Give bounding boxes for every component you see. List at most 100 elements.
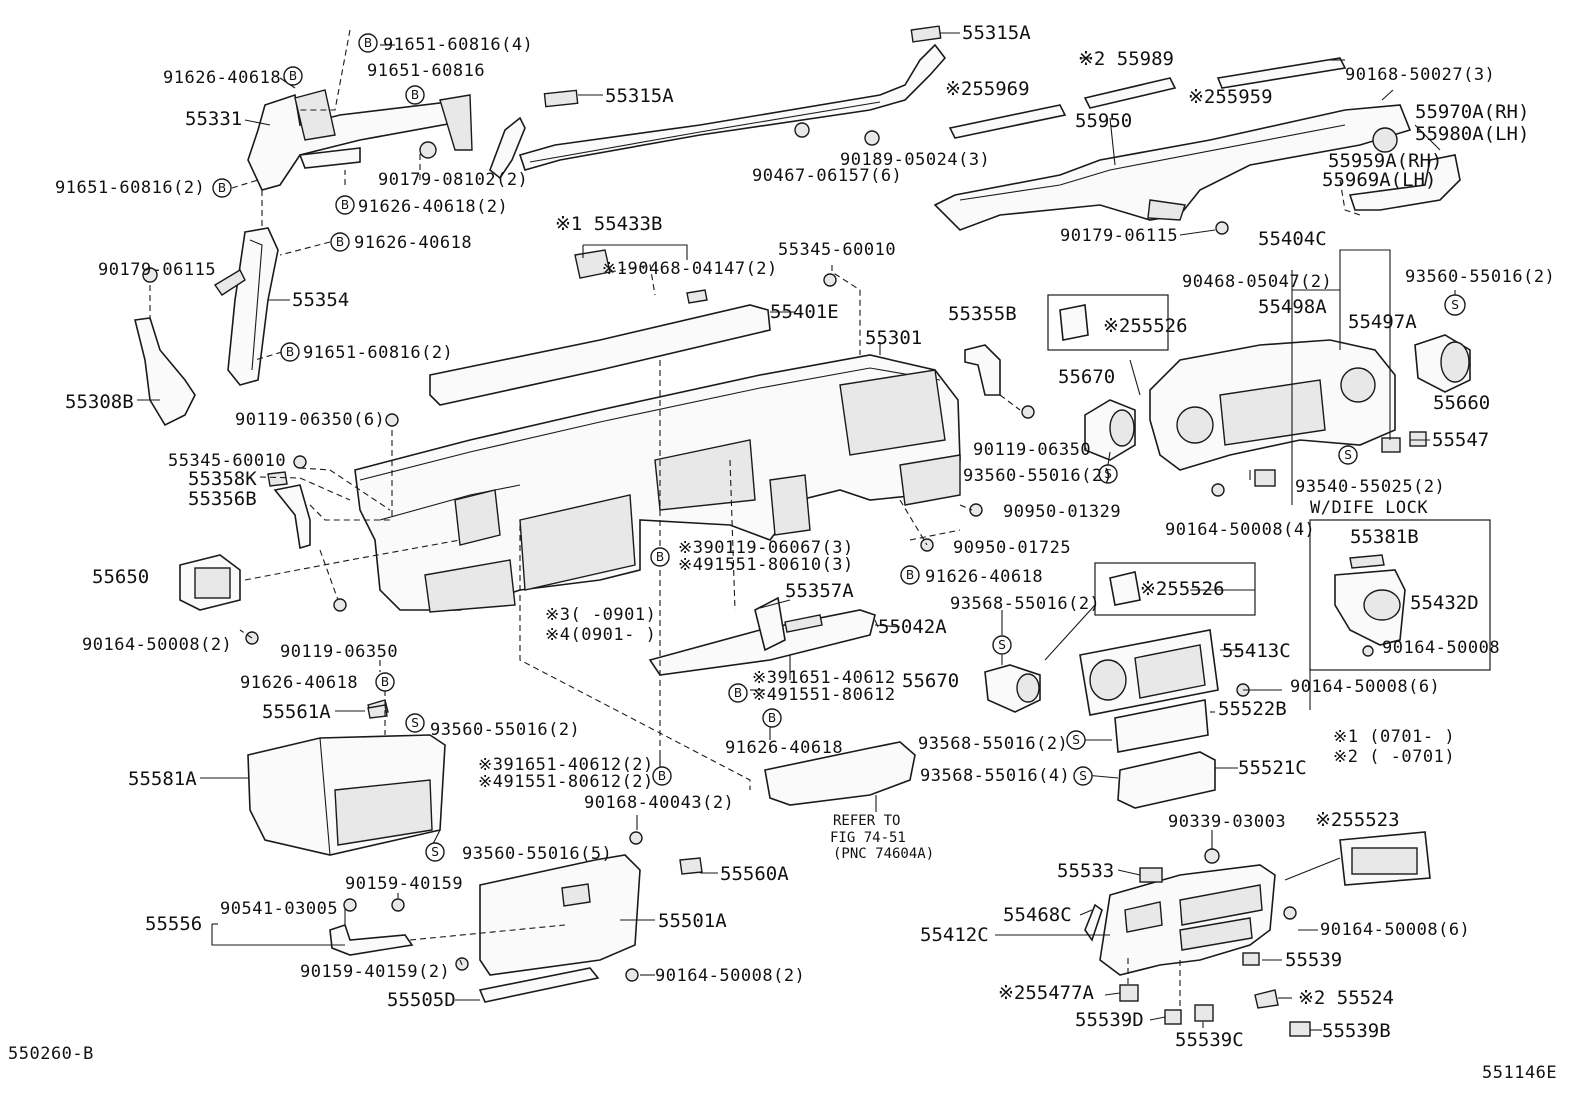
label-55354: 55354 <box>292 289 349 311</box>
label-91626-40618-a: 91626-40618 <box>163 68 281 88</box>
small-parts <box>367 273 1297 920</box>
s-circle-4: S <box>992 635 1012 655</box>
svg-text:B: B <box>906 568 914 582</box>
ring-55526-lower <box>1094 562 1256 616</box>
label-55345-60010-b: 55345-60010 <box>168 451 286 471</box>
label-55556: 55556 <box>145 913 202 935</box>
leader-lines <box>137 29 1456 1031</box>
label-55356B: 55356B <box>188 488 257 510</box>
bracket-55308B <box>134 267 196 427</box>
svg-text:S: S <box>1344 448 1352 462</box>
part-labels: 55315A 55315A 91651-60816(4) 91651-60816… <box>8 22 1557 1083</box>
label-55524: ※2 55524 <box>1298 987 1394 1009</box>
label-55315A-mid: 55315A <box>605 85 674 107</box>
label-91626-40618-2: 91626-40618(2) <box>358 197 508 217</box>
knob-55660 <box>1414 334 1471 393</box>
label-55042A: 55042A <box>878 616 947 638</box>
b-circle-6: B <box>330 232 350 252</box>
label-55581A: 55581A <box>128 768 197 790</box>
label-90164-50008-4: 90164-50008(4) <box>1165 520 1315 540</box>
label-55561A: 55561A <box>262 701 331 723</box>
label-55959: ※255959 <box>1188 86 1273 108</box>
label-55401E: 55401E <box>770 301 839 323</box>
label-93560-55016-2a: 93560-55016(2) <box>1405 267 1555 287</box>
label-55345-60010-a: 55345-60010 <box>778 240 896 260</box>
svg-text:B: B <box>218 181 226 195</box>
label-ref2: ※2 ( -0701) <box>1333 747 1455 767</box>
check-arm-55556 <box>329 898 639 982</box>
label-93568-55016-2a: 93568-55016(2) <box>950 594 1100 614</box>
svg-text:S: S <box>1451 298 1459 312</box>
label-55526-b: ※255526 <box>1140 578 1225 600</box>
door-55501A <box>478 831 703 1003</box>
svg-text:B: B <box>381 675 389 689</box>
label-90179-08102-2: 90179-08102(2) <box>378 170 528 190</box>
label-55331: 55331 <box>185 108 242 130</box>
label-93540-55025-2: 93540-55025(2) <box>1295 477 1445 497</box>
s-circle-3: S <box>1338 445 1358 465</box>
duct-55950 <box>933 104 1461 235</box>
label-90168-50027-3: 90168-50027(3) <box>1345 65 1495 85</box>
svg-text:B: B <box>341 198 349 212</box>
label-93568-55016-2b: 93568-55016(2) <box>918 734 1068 754</box>
label-91626-40618-b: 91626-40618 <box>354 233 472 253</box>
s-circle-1: S <box>1444 294 1466 316</box>
top-pad-55401E <box>429 249 771 406</box>
label-55404C: 55404C <box>1258 228 1327 250</box>
s-circle-8: S <box>425 842 445 862</box>
label-55357A: 55357A <box>785 580 854 602</box>
label-55521C: 55521C <box>1238 757 1307 779</box>
label-55501A: 55501A <box>658 910 727 932</box>
label-55301: 55301 <box>865 327 922 349</box>
cluster-housing-55404C <box>1047 294 1427 487</box>
label-91551-80612-2: ※491551-80612(2) <box>478 772 654 792</box>
svg-text:S: S <box>1072 733 1080 747</box>
svg-text:S: S <box>1079 769 1087 783</box>
b-circle-13: B <box>652 766 672 786</box>
label-91626-40618-c: 91626-40618 <box>925 567 1043 587</box>
label-55413C: 55413C <box>1222 640 1291 662</box>
bracket-55354 <box>213 227 279 386</box>
label-93560-55016-2b: 93560-55016(2) <box>963 466 1113 486</box>
label-90164-50008-6a: 90164-50008(6) <box>1290 677 1440 697</box>
label-90189-05024-3: 90189-05024(3) <box>840 150 990 170</box>
label-55650: 55650 <box>92 566 149 588</box>
label-90119-06350-b: 90119-06350 <box>280 642 398 662</box>
b-circle-4: B <box>212 178 232 198</box>
label-ref3: ※3( -0901) <box>545 605 656 625</box>
label-91651-60816-2a: 91651-60816(2) <box>55 178 205 198</box>
label-55670-b: 55670 <box>902 670 959 692</box>
label-90179-06115-a: 90179-06115 <box>98 260 216 280</box>
s-circle-6: S <box>1066 730 1086 750</box>
b-circle-5: B <box>335 195 355 215</box>
label-91551-80612: ※491551-80612 <box>752 685 896 705</box>
s-circle-5: S <box>405 713 425 733</box>
label-91626-40618-e: 91626-40618 <box>725 738 843 758</box>
b-circle-1: B <box>358 33 378 53</box>
label-90950-01329: 90950-01329 <box>1003 502 1121 522</box>
label-91651-60816: 91651-60816 <box>367 61 485 81</box>
svg-text:S: S <box>998 638 1006 652</box>
label-55315A-top: 55315A <box>962 22 1031 44</box>
b-circle-9: B <box>900 565 920 585</box>
label-90950-01725: 90950-01725 <box>953 538 1071 558</box>
b-circle-8: B <box>650 547 670 567</box>
b-circle-3: B <box>405 85 425 105</box>
label-55523: ※255523 <box>1315 809 1400 831</box>
label-93560-55016-2c: 93560-55016(2) <box>430 720 580 740</box>
label-55959A: 55959A(RH) <box>1328 150 1442 172</box>
label-55497A: 55497A <box>1348 311 1417 333</box>
pad-strips <box>948 57 1347 139</box>
svg-text:B: B <box>411 88 419 102</box>
label-wdife-lock: W/DIFE LOCK <box>1310 498 1428 518</box>
label-90164-50008-2b: 90164-50008(2) <box>655 966 805 986</box>
label-90168-40043-2: 90168-40043(2) <box>584 793 734 813</box>
svg-text:B: B <box>768 711 776 725</box>
b-circle-12: B <box>762 708 782 728</box>
label-550260-B: 550260-B <box>8 1044 94 1064</box>
label-55477A: ※255477A <box>998 982 1095 1004</box>
label-55522B: 55522B <box>1218 698 1287 720</box>
b-circle-11: B <box>728 683 748 703</box>
svg-text:B: B <box>656 550 664 564</box>
